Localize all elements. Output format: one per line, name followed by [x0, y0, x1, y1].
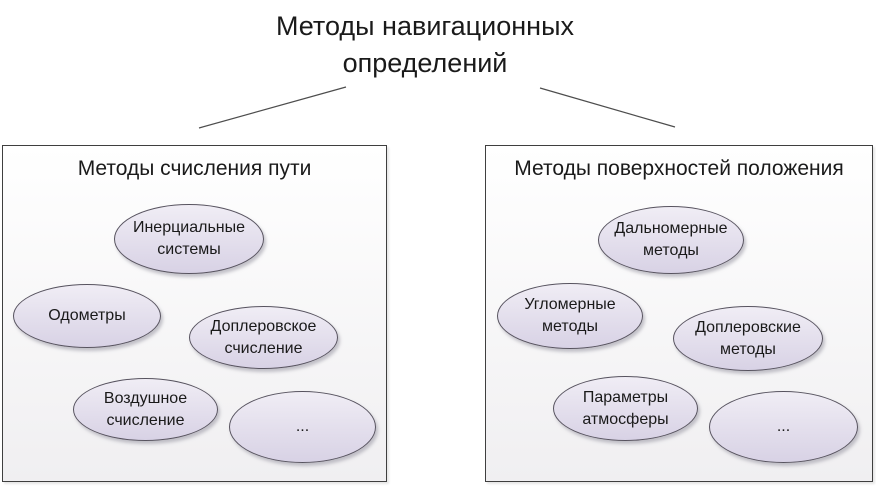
group-box-position-surfaces: Методы поверхностей положения Дальномерн…	[485, 145, 873, 482]
method-ellipse-more: ...	[229, 391, 376, 463]
method-label: Доплеровские методы	[695, 318, 801, 358]
method-ellipse-more: ...	[709, 391, 858, 463]
method-ellipse-inertial: Инерциальные системы	[114, 204, 264, 274]
method-ellipse-angle-measuring: Угломерные методы	[497, 283, 643, 349]
method-label: Доплеровское счисление	[210, 317, 317, 357]
method-label: Параметры атмосферы	[582, 388, 669, 428]
method-label: Дальномерные методы	[614, 220, 728, 259]
connector-line-left	[198, 86, 347, 129]
method-ellipse-doppler-methods: Доплеровские методы	[673, 306, 823, 371]
group-box-dead-reckoning: Методы счисления пути Инерциальные систе…	[2, 145, 387, 482]
method-label: ...	[295, 418, 310, 435]
method-label: Одометры	[48, 307, 126, 324]
diagram-title: Методы навигационных определений	[276, 11, 574, 78]
method-ellipse-ranging: Дальномерные методы	[598, 206, 744, 274]
connector-line-right	[539, 87, 676, 128]
method-label: Воздушное счисление	[103, 389, 188, 429]
method-ellipse-atmosphere-parameters: Параметры атмосферы	[553, 376, 698, 441]
method-ellipse-air-reckoning: Воздушное счисление	[73, 378, 218, 441]
method-label: Угломерные методы	[524, 296, 616, 335]
method-ellipse-odometers: Одометры	[13, 284, 161, 348]
method-ellipse-doppler-reckoning: Доплеровское счисление	[189, 306, 338, 369]
group-title-position-surfaces: Методы поверхностей положения	[514, 157, 844, 180]
method-label: Инерциальные системы	[132, 219, 246, 258]
method-label: ...	[776, 418, 791, 435]
group-title-dead-reckoning: Методы счисления пути	[77, 157, 312, 180]
